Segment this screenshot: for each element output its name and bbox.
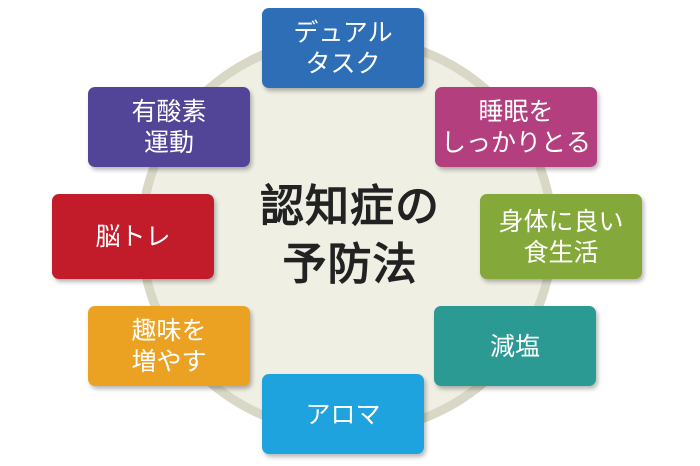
method-label-line-2: しっかりとる: [440, 128, 591, 157]
method-label-line-2: 運動: [143, 128, 194, 157]
method-box-dual-task: デュアル タスク: [262, 8, 424, 88]
center-title: 認知症の 予防法: [205, 178, 495, 294]
method-box-healthy-diet: 身体に良い 食生活: [480, 194, 642, 279]
method-box-reduce-salt: 減塩: [434, 306, 596, 386]
method-label-line-2: タスク: [305, 49, 381, 78]
method-label-line-1: 脳トレ: [95, 222, 171, 251]
method-box-sleep: 睡眠を しっかりとる: [435, 87, 597, 167]
method-label-line-2: 増やす: [131, 347, 207, 376]
method-label-line-1: 睡眠を: [478, 97, 554, 126]
center-title-line-2: 予防法: [282, 239, 418, 290]
method-label-line-1: 減塩: [489, 331, 540, 361]
method-label-line-1: 身体に良い: [498, 206, 624, 236]
method-label-line-1: 趣味を: [131, 316, 207, 345]
method-label-line-2: 食生活: [523, 237, 599, 267]
method-label-line-1: アロマ: [305, 399, 381, 429]
method-box-brain-training: 脳トレ: [52, 194, 214, 279]
method-box-aroma: アロマ: [262, 374, 424, 454]
method-box-aerobic-exercise: 有酸素 運動: [88, 87, 250, 167]
method-label-line-1: 有酸素: [131, 97, 207, 126]
center-title-line-1: 認知症の: [260, 181, 440, 232]
method-label-line-1: デュアル: [293, 18, 393, 47]
method-box-hobbies: 趣味を 増やす: [88, 306, 250, 386]
